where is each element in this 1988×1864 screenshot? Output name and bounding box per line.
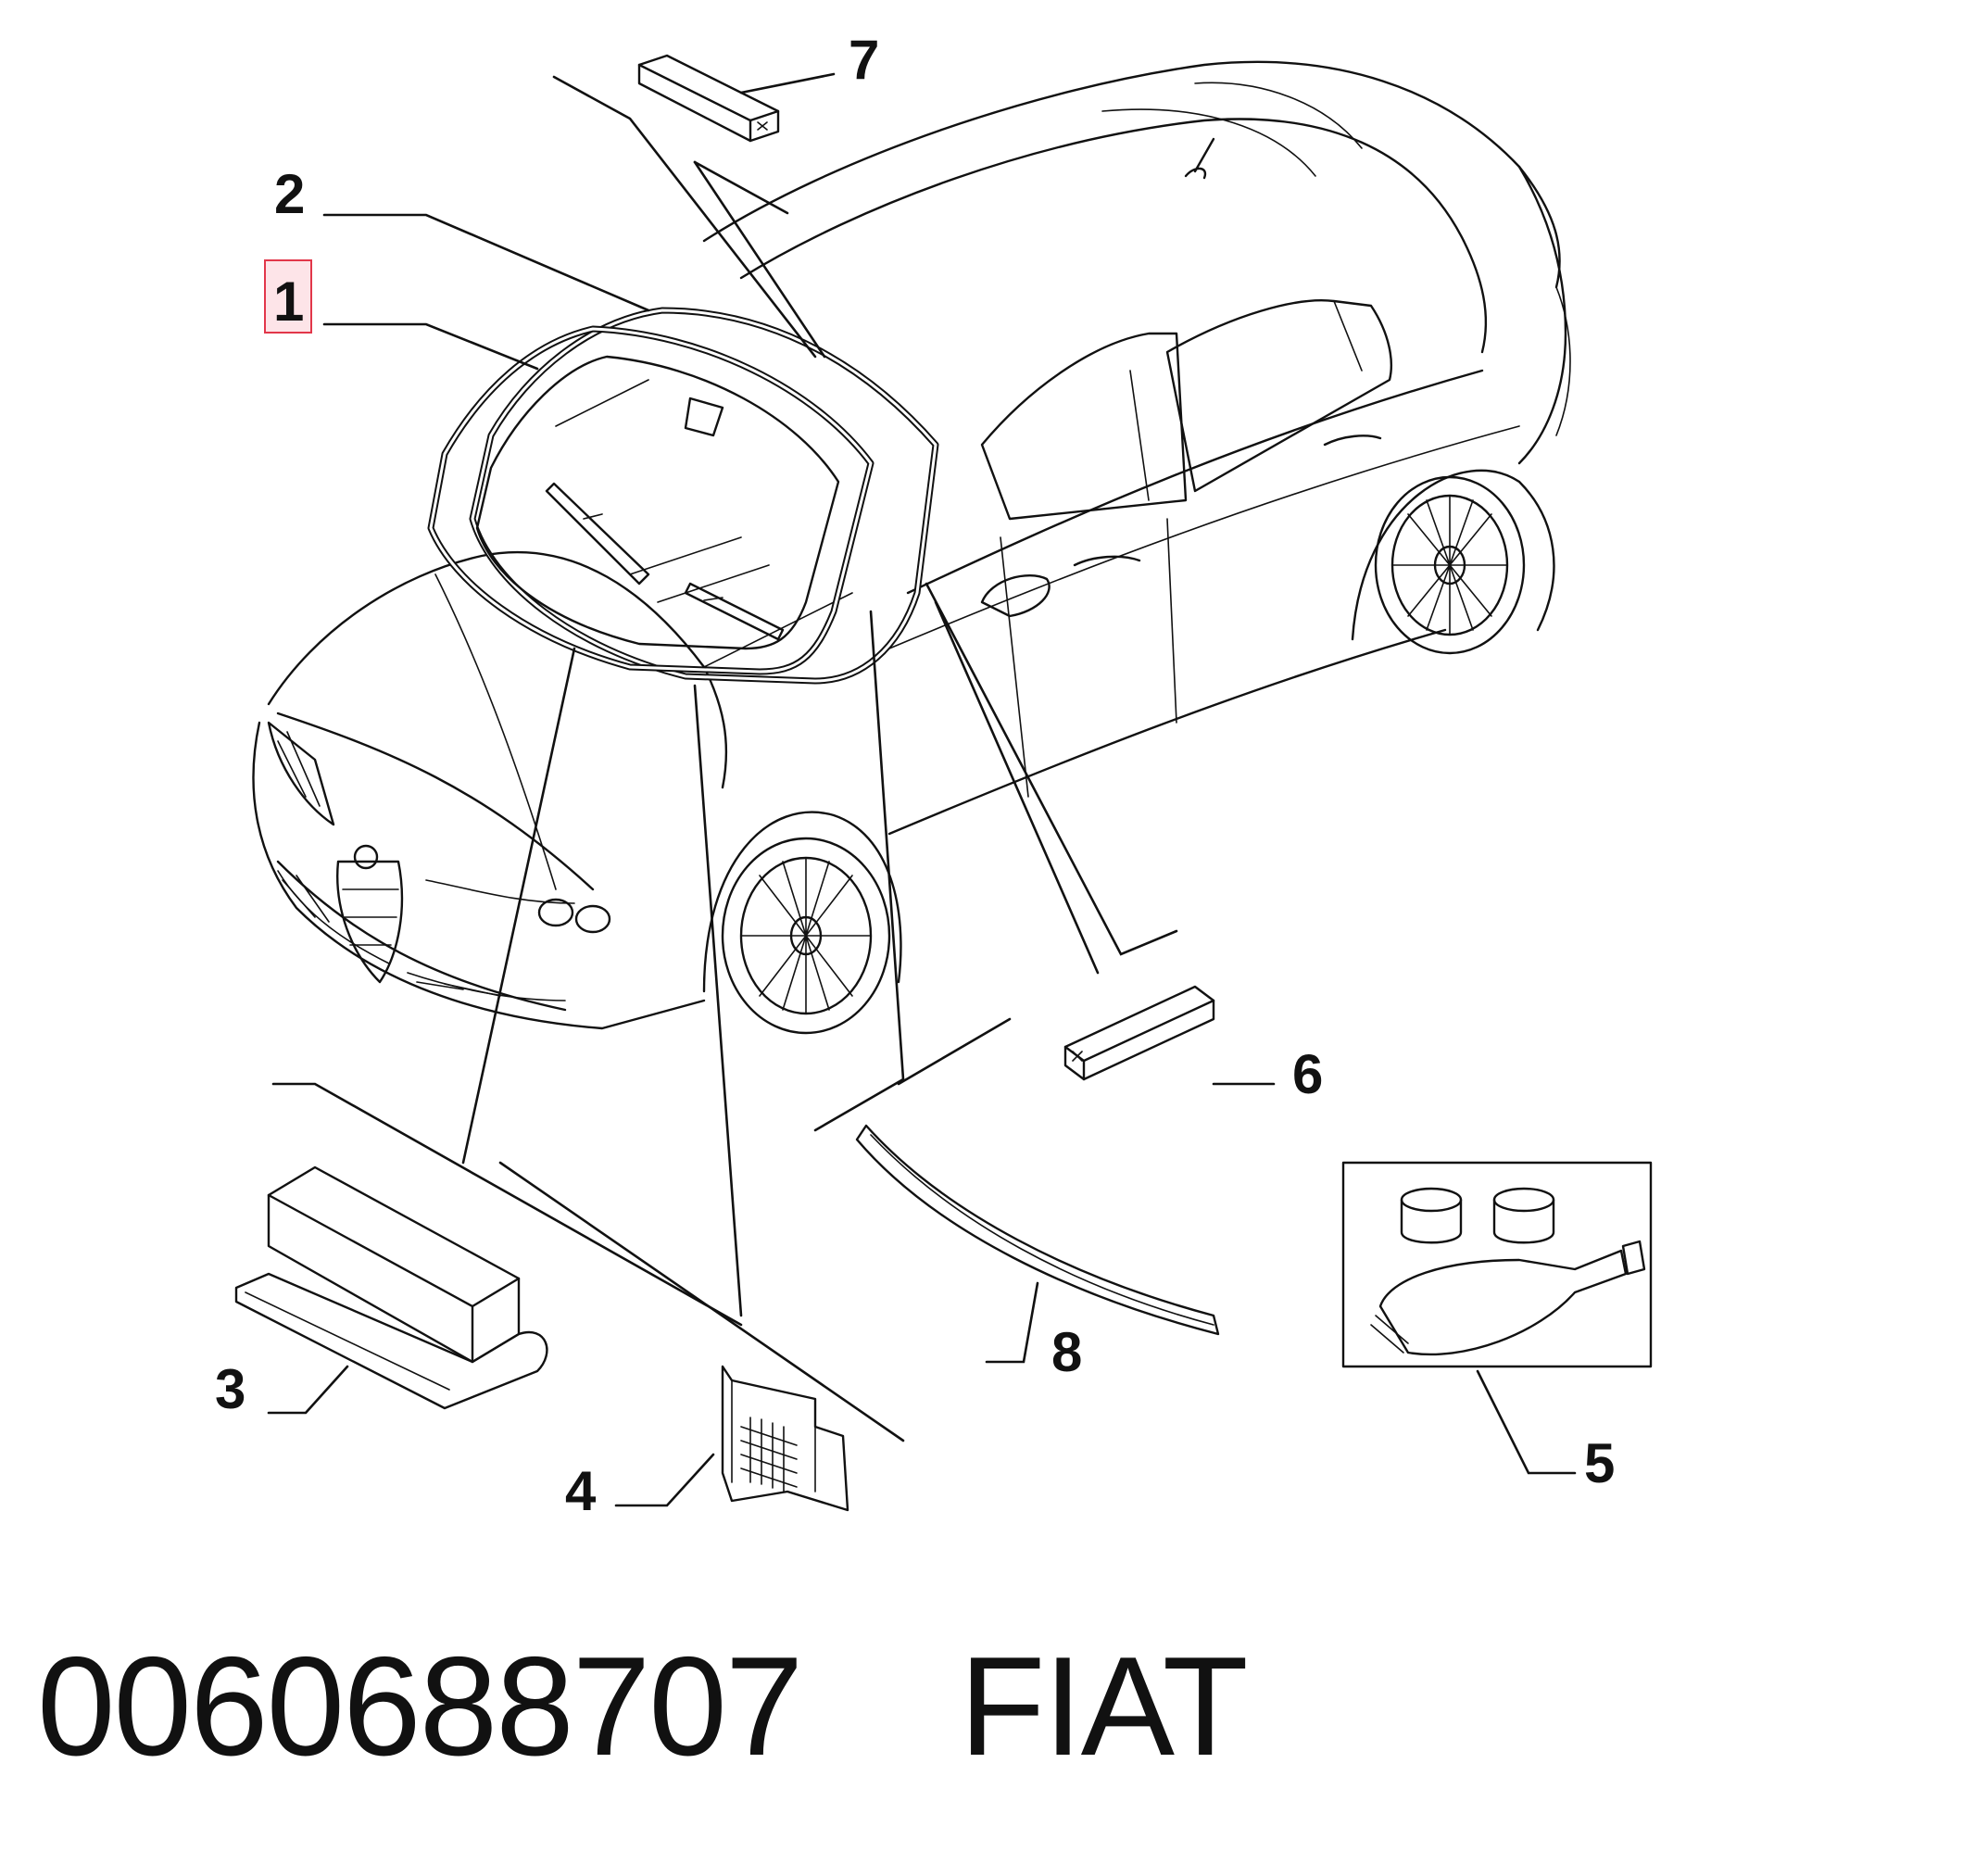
part-3-drawing [234, 1165, 548, 1410]
part-number: 0060688707 [37, 1628, 803, 1785]
callout-1[interactable]: 1 [273, 271, 304, 333]
windshield-drawing [427, 307, 939, 685]
leader-lines [267, 72, 1577, 1507]
callout-3[interactable]: 3 [215, 1358, 245, 1420]
car-body-drawing [252, 60, 1571, 1035]
callout-7[interactable]: 7 [849, 29, 879, 91]
part-8-drawing [855, 1124, 1220, 1336]
part-4-drawing [721, 1365, 849, 1512]
callouts: 1 2 3 4 5 6 7 8 [215, 29, 1615, 1522]
part-5-drawing [1341, 1161, 1653, 1368]
callout-8[interactable]: 8 [1051, 1321, 1082, 1383]
parts-diagram: 1 2 3 4 5 6 7 8 [215, 29, 1653, 1522]
part-7-drawing [637, 54, 780, 143]
part-6-drawing [1063, 985, 1215, 1081]
callout-5[interactable]: 5 [1584, 1432, 1615, 1494]
part-caption: 0060688707 FIAT [37, 1626, 1249, 1788]
callout-1-highlight [264, 259, 312, 334]
callout-4[interactable]: 4 [565, 1460, 597, 1522]
callout-2[interactable]: 2 [274, 163, 305, 225]
brand-label: FIAT [959, 1628, 1249, 1785]
callout-6[interactable]: 6 [1292, 1043, 1323, 1105]
